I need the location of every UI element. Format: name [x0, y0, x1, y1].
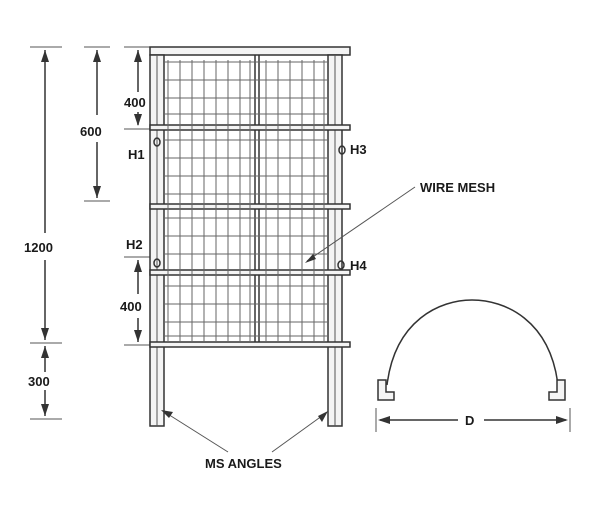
- hole-h4-label: H4: [350, 258, 367, 273]
- wire-mesh-grid: [164, 60, 328, 342]
- ms-angles-label: MS ANGLES: [205, 456, 282, 471]
- hole-h3: [338, 145, 346, 155]
- dimension-300-label: 300: [28, 374, 50, 389]
- diameter-d-label: D: [465, 413, 474, 428]
- wire-mesh-callout: WIRE MESH: [305, 180, 495, 263]
- arch-detail: D: [375, 299, 571, 432]
- dimension-400-top: 400: [124, 46, 150, 130]
- hole-h4: [337, 260, 345, 270]
- dimension-300: 300: [28, 346, 62, 420]
- dimension-1200-label: 1200: [24, 240, 53, 255]
- dimension-1200: 1200: [24, 46, 62, 344]
- hole-h2-label: H2: [126, 237, 143, 252]
- ms-angles-callout: MS ANGLES: [161, 410, 328, 471]
- wire-mesh-label: WIRE MESH: [420, 180, 495, 195]
- hole-h2: [153, 258, 161, 268]
- dimension-400-top-label: 400: [124, 95, 146, 110]
- dimension-600-label: 600: [80, 124, 102, 139]
- hole-h1: [153, 137, 161, 147]
- hole-h3-label: H3: [350, 142, 367, 157]
- holes: [153, 137, 346, 270]
- dimension-400-bottom: 400: [120, 256, 150, 346]
- hole-h1-label: H1: [128, 147, 145, 162]
- dimension-600: 600: [80, 46, 110, 202]
- dimension-400-bottom-label: 400: [120, 299, 142, 314]
